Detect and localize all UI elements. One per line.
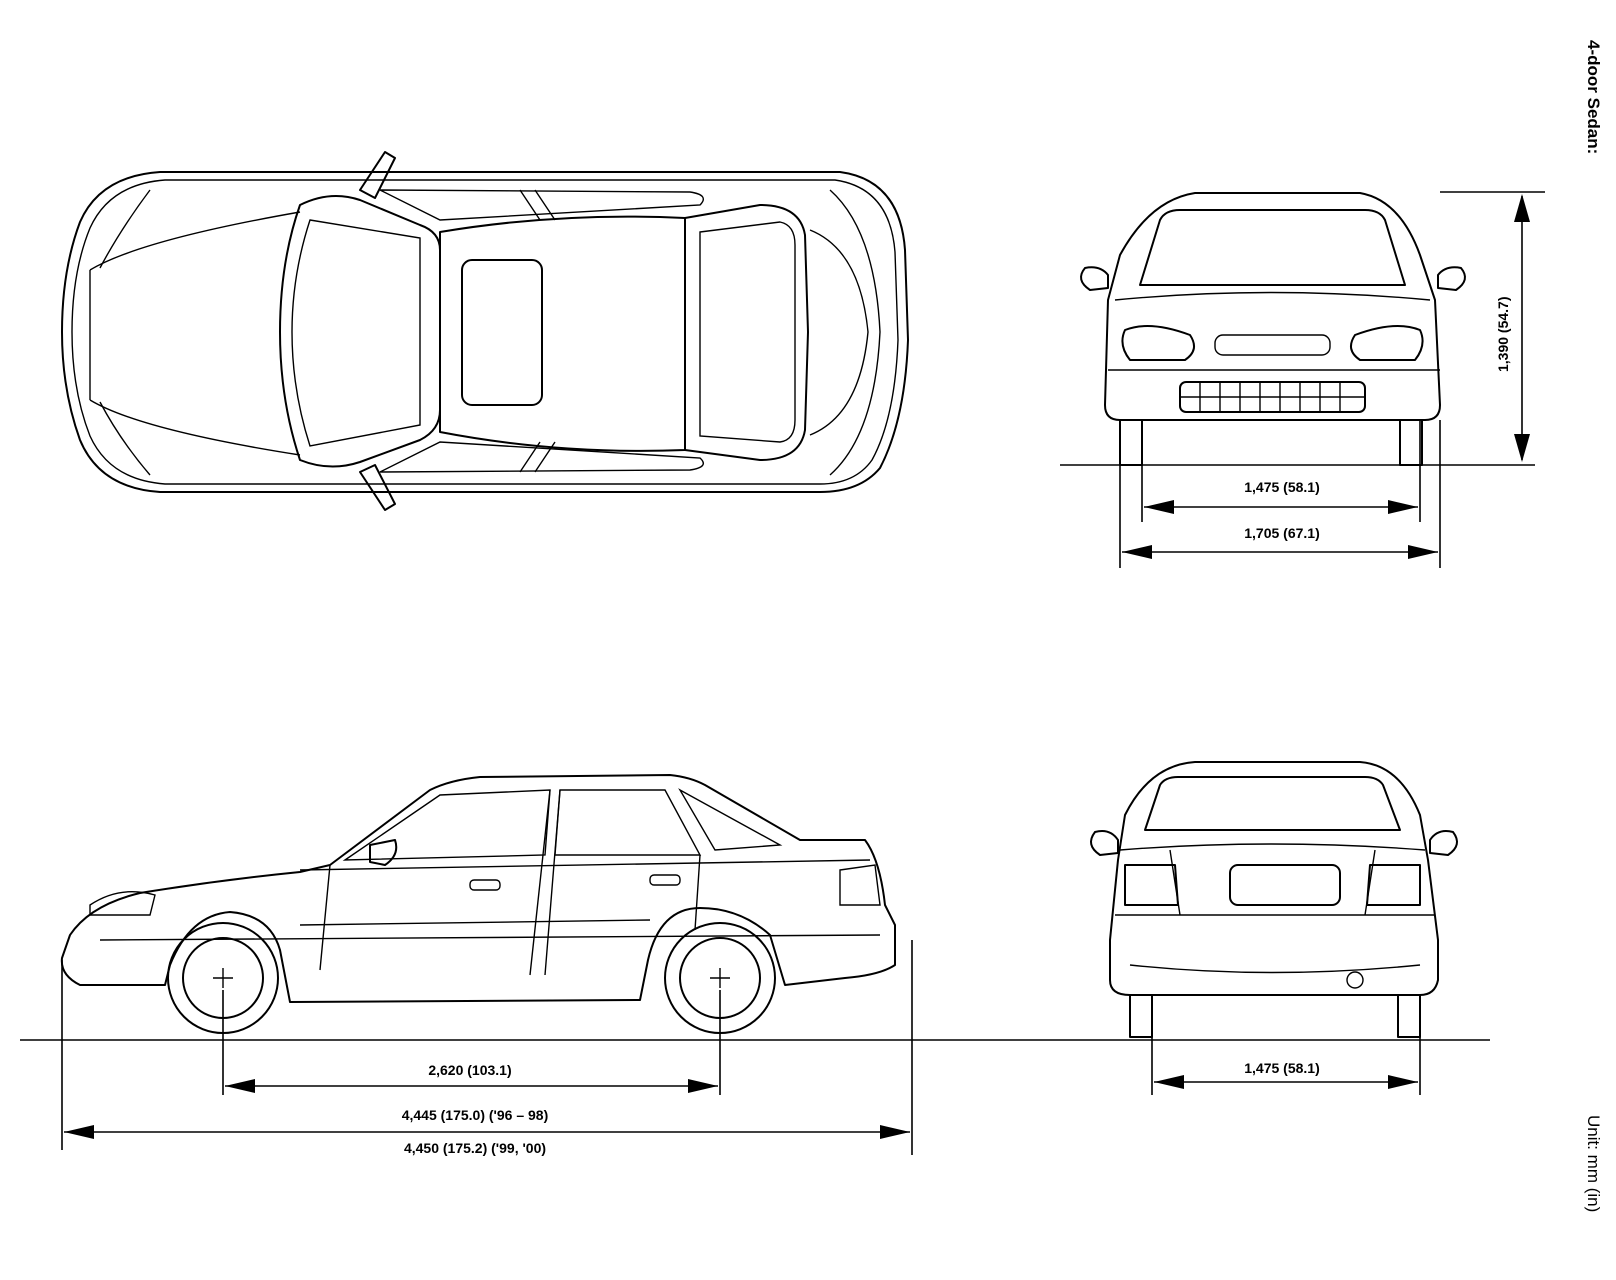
front-tread-label: 1,475 (58.1): [1244, 479, 1320, 495]
overall-width-label: 1,705 (67.1): [1244, 525, 1320, 541]
overall-width-dimension: 1,705 (67.1): [1119, 420, 1441, 568]
front-tread-dimension: 1,475 (58.1): [1141, 420, 1421, 522]
rear-view-drawing: [1090, 761, 1458, 1038]
height-dimension: 1,390 (54.7): [1440, 191, 1545, 462]
unit-note: Unit: mm (in): [1584, 1115, 1603, 1212]
height-label: 1,390 (54.7): [1495, 297, 1511, 373]
top-view-drawing: [61, 151, 909, 511]
wheelbase-label: 2,620 (103.1): [428, 1062, 511, 1078]
side-view-drawing: [60, 774, 896, 1034]
overall-length-dimension: 4,445 (175.0) ('96 – 98) 4,450 (175.2) (…: [61, 940, 913, 1156]
rear-tread-dimension: 1,475 (58.1): [1151, 1037, 1421, 1095]
wheelbase-dimension: 2,620 (103.1): [222, 990, 721, 1095]
length-label-99-00: 4,450 (175.2) ('99, '00): [404, 1140, 546, 1156]
length-label-96-98: 4,445 (175.0) ('96 – 98): [402, 1107, 549, 1123]
front-view-drawing: [1080, 192, 1466, 466]
drawing-title: 4-door Sedan:: [1584, 40, 1603, 154]
rear-tread-label: 1,475 (58.1): [1244, 1060, 1320, 1076]
